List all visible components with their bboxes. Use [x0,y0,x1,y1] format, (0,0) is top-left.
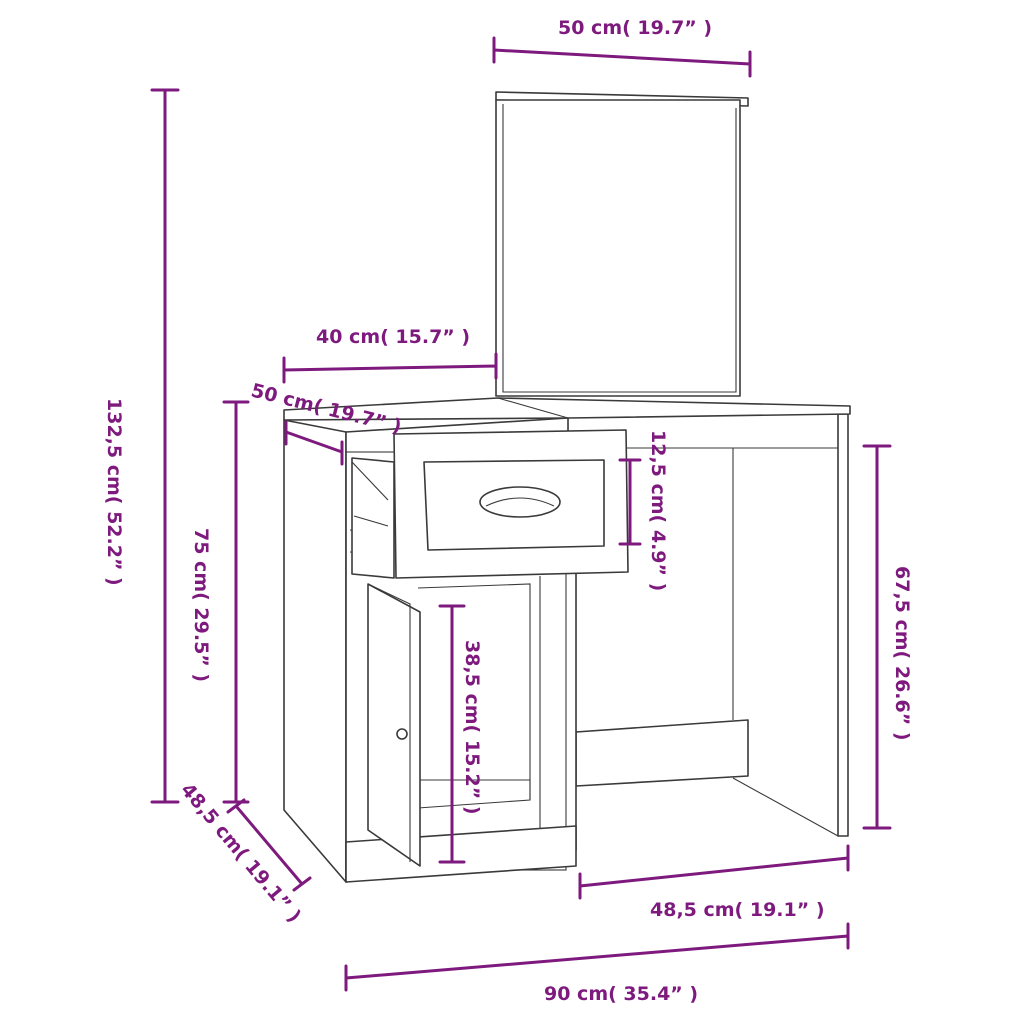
label-total-width: 90 cm( 35.4” ) [544,983,698,1005]
mirror [495,91,749,397]
label-cabinet-height: 38,5 cm( 15.2” ) [461,640,483,815]
label-knee-height: 67,5 cm( 26.6” ) [891,566,913,741]
label-drawer-height: 12,5 cm( 4.9” ) [647,430,669,591]
label-table-height: 75 cm( 29.5” ) [190,528,212,682]
drawer [351,429,629,579]
label-total-height: 132,5 cm( 52.2” ) [103,398,125,586]
label-mirror-width: 50 cm( 19.7” ) [558,17,712,39]
label-knee-width: 48,5 cm( 19.1” ) [650,899,825,921]
right-side-panel [837,413,849,837]
label-drawer-width: 40 cm( 15.7” ) [316,326,470,348]
dimension-lines [150,36,892,992]
dressing-table-drawing [283,91,851,883]
cabinet-door [367,583,421,867]
